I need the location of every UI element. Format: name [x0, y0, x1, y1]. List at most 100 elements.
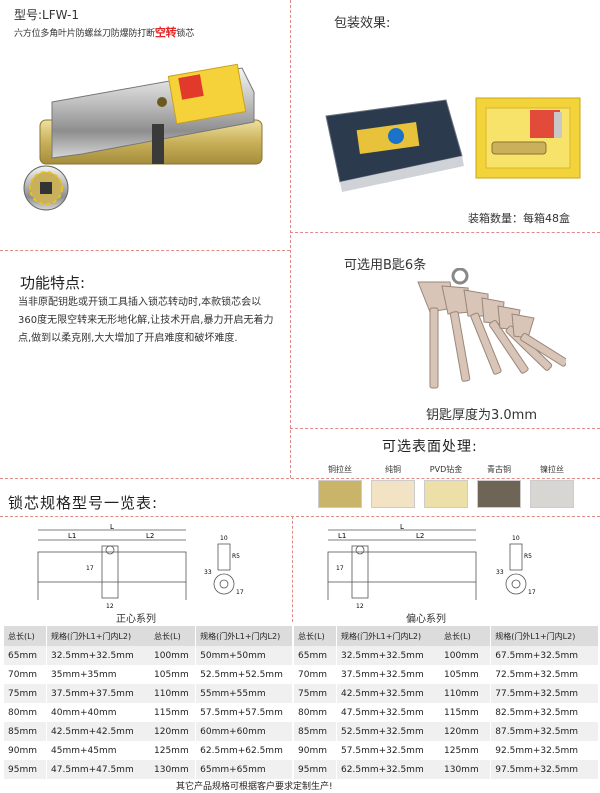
header-spec: 规格(门外L1+门内L2) [336, 626, 440, 646]
cell-spec: 32.5mm+32.5mm [336, 646, 440, 665]
offset-dim-L2: L2 [416, 532, 424, 540]
cell-spec: 57.5mm+32.5mm [341, 745, 424, 756]
cell-length: 115mm [440, 703, 492, 722]
dim-17: 17 [236, 589, 244, 596]
cell-spec: 72.5mm+32.5mm [495, 669, 578, 680]
divider-specs [0, 516, 600, 517]
offset-series-drawing: L L1 L2 10 R5 33 17 12 17 [327, 524, 536, 610]
cell-spec: 47.5mm+47.5mm [46, 760, 150, 779]
packaging-count: 装箱数量：每箱48盒 [468, 212, 570, 225]
header-spec: 规格(门外L1+门内L2) [195, 626, 292, 646]
surface-option-label: PVD钻金 [429, 465, 463, 474]
header-length: 总长(L) [4, 626, 48, 646]
surface-option-swatch [371, 480, 415, 508]
cell-spec: 87.5mm+32.5mm [490, 722, 598, 741]
divider-vertical [290, 0, 291, 478]
cell-spec: 52.5mm+52.5mm [200, 669, 283, 680]
divider-right-1 [290, 232, 600, 233]
cell-length: 110mm [150, 684, 197, 703]
cell-length: 90mm [294, 741, 338, 760]
header-spec: 规格(门外L1+门内L2) [46, 626, 150, 646]
offset-dim-12: 12 [356, 603, 364, 610]
features-title: 功能特点: [20, 274, 86, 292]
header-length: 总长(L) [150, 626, 197, 646]
offset-dim-L: L [400, 524, 404, 531]
header-length: 总长(L) [294, 626, 338, 646]
cell-length: 120mm [440, 722, 492, 741]
cell-length: 110mm [440, 684, 492, 703]
divider-full [0, 478, 600, 479]
cell-spec: 62.5mm+62.5mm [200, 745, 283, 756]
cell-length: 105mm [150, 665, 197, 684]
cell-spec: 37.5mm+32.5mm [341, 669, 424, 680]
header-spec: 规格(门外L1+门内L2) [490, 626, 598, 646]
divider-right-2 [290, 428, 600, 429]
cell-spec: 55mm+55mm [195, 684, 292, 703]
offset-dim-17: 17 [528, 589, 536, 596]
cell-length: 100mm [440, 646, 492, 665]
cell-spec: 42.5mm+32.5mm [336, 684, 440, 703]
cell-spec: 77.5mm+32.5mm [490, 684, 598, 703]
dim-L2: L2 [146, 532, 154, 540]
divider-left-1 [0, 250, 290, 251]
package-open-image [475, 97, 581, 179]
surface-option-label: 镍拉丝 [540, 465, 564, 474]
offset-dim-10: 10 [512, 535, 520, 542]
cell-length: 90mm [4, 741, 48, 760]
offset-dim-L1: L1 [338, 532, 346, 540]
dim-10: 10 [220, 535, 228, 542]
dim-17b: 17 [86, 565, 94, 572]
cell-spec: 57.5mm+57.5mm [200, 707, 283, 718]
package-box-image [325, 99, 464, 192]
cell-length: 85mm [294, 722, 338, 741]
surface-title: 可选表面处理: [382, 439, 478, 455]
cell-length: 95mm [4, 760, 48, 779]
cell-length: 125mm [150, 741, 197, 760]
cell-spec: 67.5mm+32.5mm [490, 646, 598, 665]
surface-option-label: 纯铜 [385, 465, 401, 474]
cell-spec: 52.5mm+32.5mm [336, 722, 440, 741]
offset-dim-17b: 17 [336, 565, 344, 572]
features-text: 当非原配钥匙或开锁工具插入锁芯转动时,本款锁芯会以360度无限空转来无形地化解,… [18, 297, 274, 344]
surface-option-swatch [318, 480, 362, 508]
cell-length: 65mm [4, 646, 48, 665]
cell-spec: 82.5mm+32.5mm [495, 707, 578, 718]
offset-dim-r5: R5 [524, 553, 532, 560]
cell-length: 75mm [4, 684, 48, 703]
key-thickness: 钥匙厚度为3.0mm [426, 408, 538, 423]
lock-cylinder-image [23, 63, 263, 211]
cell-length: 70mm [4, 665, 48, 684]
offset-dim-33: 33 [496, 569, 504, 576]
surface-option-swatch [530, 480, 574, 508]
cell-length: 95mm [294, 760, 338, 779]
cell-spec: 42.5mm+42.5mm [46, 722, 150, 741]
cell-spec: 50mm+50mm [195, 646, 292, 665]
specs-title: 锁芯规格型号一览表: [8, 494, 159, 512]
footer-note: 其它产品规格可根据客户要求定制生产! [176, 782, 333, 792]
cell-spec: 47.5mm+32.5mm [341, 707, 424, 718]
dim-r5: R5 [232, 553, 240, 560]
cell-spec: 35mm+35mm [51, 669, 117, 680]
cell-length: 100mm [150, 646, 197, 665]
cell-spec: 40mm+40mm [51, 707, 117, 718]
dim-L1: L1 [68, 532, 76, 540]
cell-spec: 97.5mm+32.5mm [490, 760, 598, 779]
surface-option-swatch [477, 480, 521, 508]
